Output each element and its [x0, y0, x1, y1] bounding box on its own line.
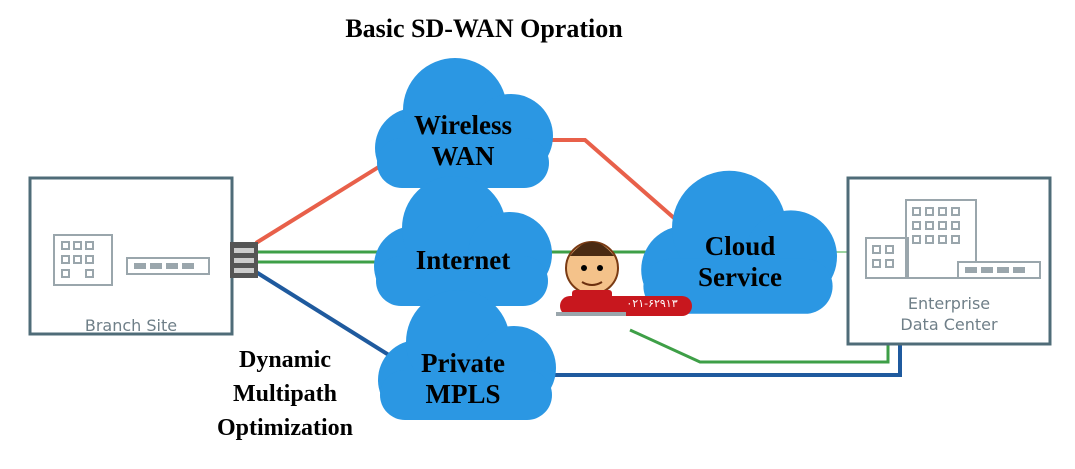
cloud-service-label-line2: Service — [698, 262, 782, 292]
caption-line2: Multipath — [232, 381, 337, 407]
dynamic-multipath-caption: Dynamic Multipath Optimization — [190, 343, 380, 445]
branch-router-icon — [126, 257, 210, 275]
branch-port-block — [230, 242, 258, 278]
caption-line1: Dynamic — [239, 347, 331, 373]
enterprise-site-label-line2: Data Center — [900, 315, 998, 334]
cloud-service-label: Cloud Service — [670, 231, 810, 293]
wireless-wan-label: Wireless WAN — [393, 110, 533, 172]
caption-line3: Optimization — [217, 415, 353, 441]
enterprise-building-icon — [865, 199, 977, 279]
enterprise-router-icon — [957, 261, 1041, 279]
wireless-wan-label-line2: WAN — [431, 141, 495, 171]
private-mpls-label-line2: MPLS — [425, 379, 501, 409]
wireless-wan-label-line1: Wireless — [414, 110, 512, 140]
cloud-service-label-line1: Cloud — [704, 231, 776, 261]
internet-label-line1: Internet — [415, 245, 511, 275]
internet-label: Internet — [393, 245, 533, 276]
branch-site-label: Branch Site — [84, 316, 178, 335]
diagram-title: Basic SD-WAN Opration — [345, 14, 623, 43]
enterprise-site-label: Enterprise Data Center — [848, 293, 1050, 335]
enterprise-site-label-line1: Enterprise — [907, 294, 991, 313]
wireless-wan-link — [254, 138, 692, 245]
private-mpls-label: Private MPLS — [393, 348, 533, 410]
private-mpls-label-line1: Private — [421, 348, 505, 378]
internet-cloud — [374, 176, 552, 306]
watermark-phone-text: ۰۲۱-۶۲۹۱۳ — [626, 297, 678, 310]
watermark-badge — [556, 296, 692, 316]
branch-building-icon — [53, 234, 113, 286]
branch-site-box — [28, 176, 234, 336]
watermark-mascot-icon — [565, 241, 619, 302]
